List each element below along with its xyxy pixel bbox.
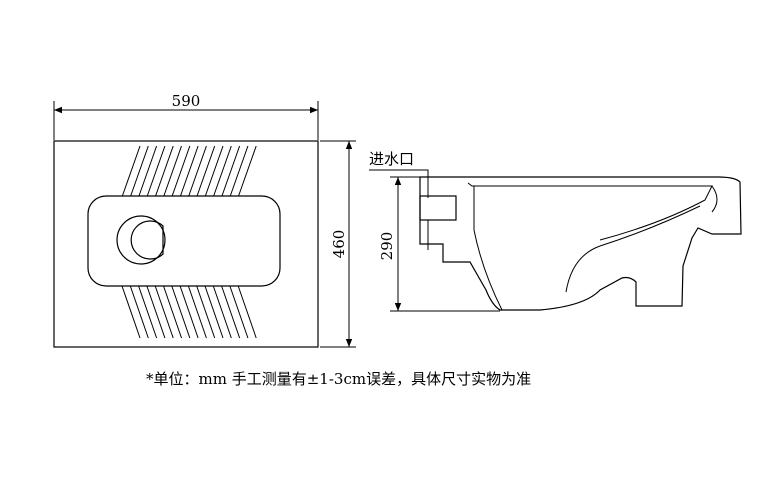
foot-rib [121,285,141,339]
foot-rib [204,285,224,339]
foot-rib [129,145,149,198]
foot-rib [187,145,207,198]
foot-rib [129,285,149,339]
inlet-leader [369,169,429,198]
foot-rib [171,145,191,198]
foot-rib [237,285,257,339]
foot-rib [163,145,182,198]
foot-rib [138,285,158,339]
foot-rib [154,145,174,198]
foot-rib [187,285,207,339]
depth-label: 460 [330,230,348,259]
bowl-inner-wall [473,186,503,311]
foot-rib [138,145,158,198]
side-view: 290 进水口 [369,150,742,312]
width-label: 590 [172,92,201,110]
foot-ribs-top [121,145,257,198]
toilet-body-outline [419,176,742,311]
rim-front-curve [711,185,718,213]
foot-rib [212,285,232,339]
foot-rib [146,285,166,339]
drain-outer [116,215,166,265]
top-view: 590 [53,92,319,348]
pan-outline [53,140,319,348]
foot-rib [163,285,182,339]
foot-ribs-bottom [121,285,257,339]
inlet-label: 进水口 [369,150,414,168]
foot-rib [179,285,199,339]
drain-inner [130,220,164,260]
trap-curve [565,205,701,293]
foot-rib [196,145,216,198]
foot-rib [229,285,249,339]
foot-rib [146,145,166,198]
footnote: *单位：mm 手工测量有±1-3cm误差，具体尺寸实物为准 [146,370,532,388]
height-label: 290 [378,232,396,261]
foot-rib [179,145,199,198]
foot-rib [237,145,257,198]
depth-dimension: 460 [320,140,356,348]
foot-rib [196,285,216,339]
foot-rib [221,145,241,198]
inlet-pipe [419,195,457,221]
foot-rib [212,145,232,198]
rim-inner [467,182,713,241]
foot-rib [154,285,174,339]
foot-rib [221,285,241,339]
foot-rib [204,145,224,198]
foot-rib [229,145,249,198]
foot-rib [121,145,141,198]
foot-rib [171,285,191,339]
